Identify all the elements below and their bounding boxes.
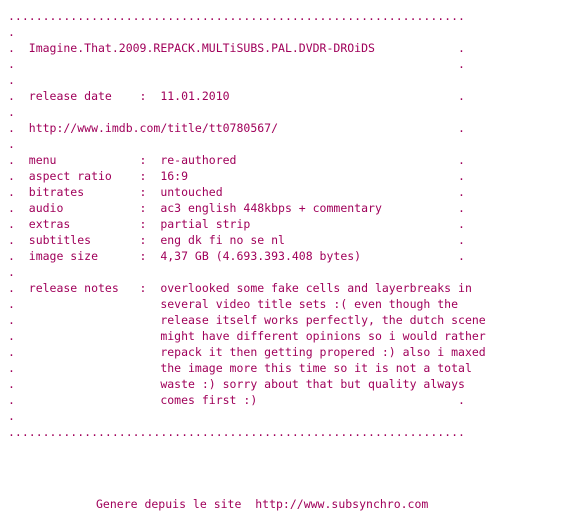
nfo-line: . [8,265,15,279]
release-title: . Imagine.That.2009.REPACK.MULTiSUBS.PAL… [8,41,465,55]
nfo-line: . [8,73,15,87]
nfo-line: . [8,25,15,39]
nfo-line-border-top: ........................................… [8,9,465,23]
release-notes-line: . several video title sets :( even thoug… [8,297,459,311]
nfo-line: . [8,105,15,119]
release-notes-line: . release notes : overlooked some fake c… [8,281,472,295]
release-notes-line: . might have different opinions so i wou… [8,329,486,343]
nfo-line: . . [8,57,465,71]
audio-line: . audio : ac3 english 448kbps + commenta… [8,201,465,215]
subtitles-line: . subtitles : eng dk fi no se nl . [8,233,465,247]
imdb-link[interactable]: . http://www.imdb.com/title/tt0780567/ . [8,121,465,135]
menu-line: . menu : re-authored . [8,153,465,167]
nfo-text-block: ........................................… [8,8,486,440]
release-notes-line: . repack it then getting propered :) als… [8,345,486,359]
image-size-line: . image size : 4,37 GB (4.693.393.408 by… [8,249,465,263]
release-notes-line: . release itself works perfectly, the du… [8,313,486,327]
release-notes-line: . waste :) sorry about that but quality … [8,377,465,391]
extras-line: . extras : partial strip . [8,217,465,231]
nfo-line-border-bottom: ........................................… [8,425,465,439]
release-date-line: . release date : 11.01.2010 . [8,89,465,103]
aspect-ratio-line: . aspect ratio : 16:9 . [8,169,465,183]
footer-credit: Genere depuis le site http://www.subsync… [96,497,429,511]
release-notes-line: . comes first :) . [8,393,465,407]
nfo-line: . [8,137,15,151]
release-notes-line: . the image more this time so it is not … [8,361,472,375]
nfo-line: . [8,409,15,423]
bitrates-line: . bitrates : untouched . [8,185,465,199]
